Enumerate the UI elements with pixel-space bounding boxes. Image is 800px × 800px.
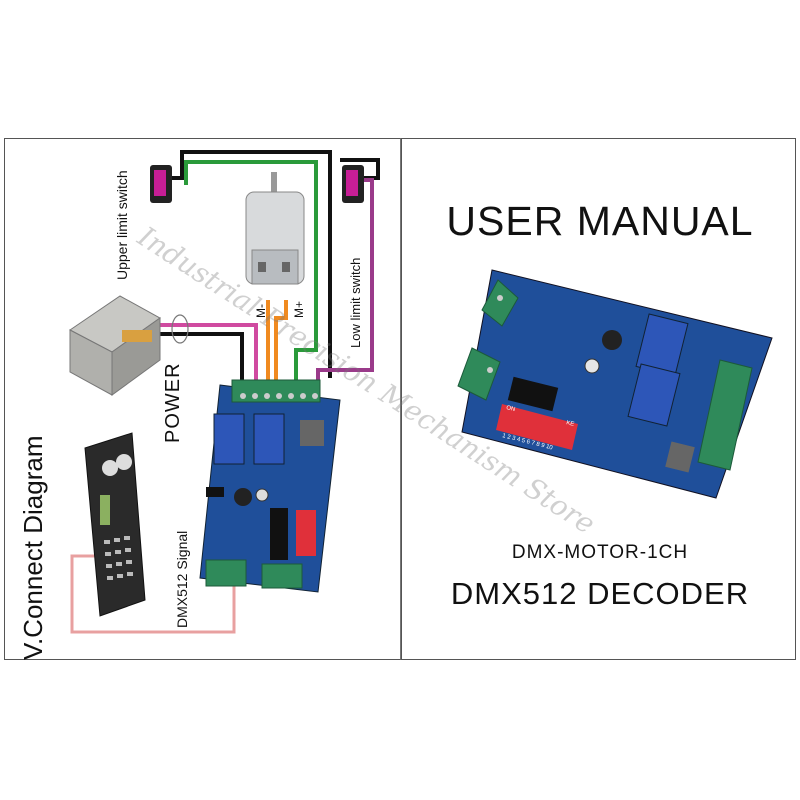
purple-wire bbox=[316, 178, 374, 395]
top-terminal-block bbox=[231, 379, 321, 403]
power-wire-black bbox=[140, 332, 244, 395]
manual-title: USER MANUAL bbox=[446, 198, 754, 244]
product-name: DMX512 DECODER bbox=[450, 576, 750, 611]
product-model: DMX-MOTOR-1CH bbox=[511, 542, 689, 563]
diagram-title: V.Connect Diagram bbox=[18, 435, 48, 661]
power-wire-clamp bbox=[171, 314, 189, 344]
dip-ke-label: KE bbox=[566, 420, 575, 428]
connect-diagram-panel bbox=[4, 138, 402, 660]
dip-on-label: ON bbox=[506, 405, 516, 413]
power-wire-pink bbox=[140, 323, 258, 395]
upper-switch-label: Upper limit switch bbox=[114, 170, 130, 280]
dmx-signal-wire bbox=[70, 554, 236, 634]
dc-motor bbox=[245, 172, 305, 285]
wiring bbox=[70, 150, 380, 634]
product-panel bbox=[400, 138, 796, 660]
power-label: POWER bbox=[162, 362, 184, 443]
upper-switch-wire-black bbox=[172, 150, 332, 378]
decoder-board-photo: ON KE 1 2 3 4 5 6 7 8 9 10 bbox=[457, 269, 773, 499]
low-limit-switch bbox=[342, 165, 364, 203]
decoder-board-left bbox=[199, 379, 341, 593]
upper-limit-switch bbox=[150, 165, 172, 203]
motor-plus-wire bbox=[274, 300, 288, 395]
green-wire bbox=[184, 160, 318, 395]
dmx-console bbox=[84, 432, 146, 617]
power-supply bbox=[69, 295, 161, 396]
low-switch-label: Low limit switch bbox=[348, 257, 363, 348]
dmx-signal-label: DMX512 Signal bbox=[174, 530, 190, 628]
